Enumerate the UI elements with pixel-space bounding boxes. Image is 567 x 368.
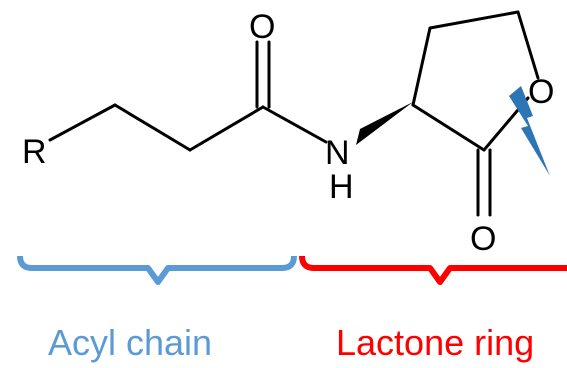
bond-c2-c3 [188,105,265,152]
bond-ring-to-o [516,10,540,80]
atom-carbonyl-oxygen: O [249,8,275,46]
acyl-chain-bracket [17,255,297,285]
bond-c1-c2 [113,103,192,152]
bond-c3-n [261,105,328,144]
atom-ring-oxygen: O [528,73,554,111]
bond-r-c1 [48,103,117,142]
lactone-ring-bracket [299,255,567,285]
bond-ring-top [428,10,520,30]
atom-r: R [22,133,47,171]
bonds [48,10,540,217]
acyl-chain-label: Acyl chain [48,322,212,363]
atom-amide-hydrogen: H [329,168,354,206]
lightning-bolt-icon [509,86,550,176]
atom-amide-nitrogen: N [325,134,350,172]
bond-ca-ring-top [411,26,432,107]
atom-lactone-carbonyl-oxygen: O [470,220,496,258]
wedge-bond-n-ca [356,102,413,145]
bond-ca-carbonyl [411,103,486,152]
lactone-ring-label: Lactone ring [336,322,534,363]
